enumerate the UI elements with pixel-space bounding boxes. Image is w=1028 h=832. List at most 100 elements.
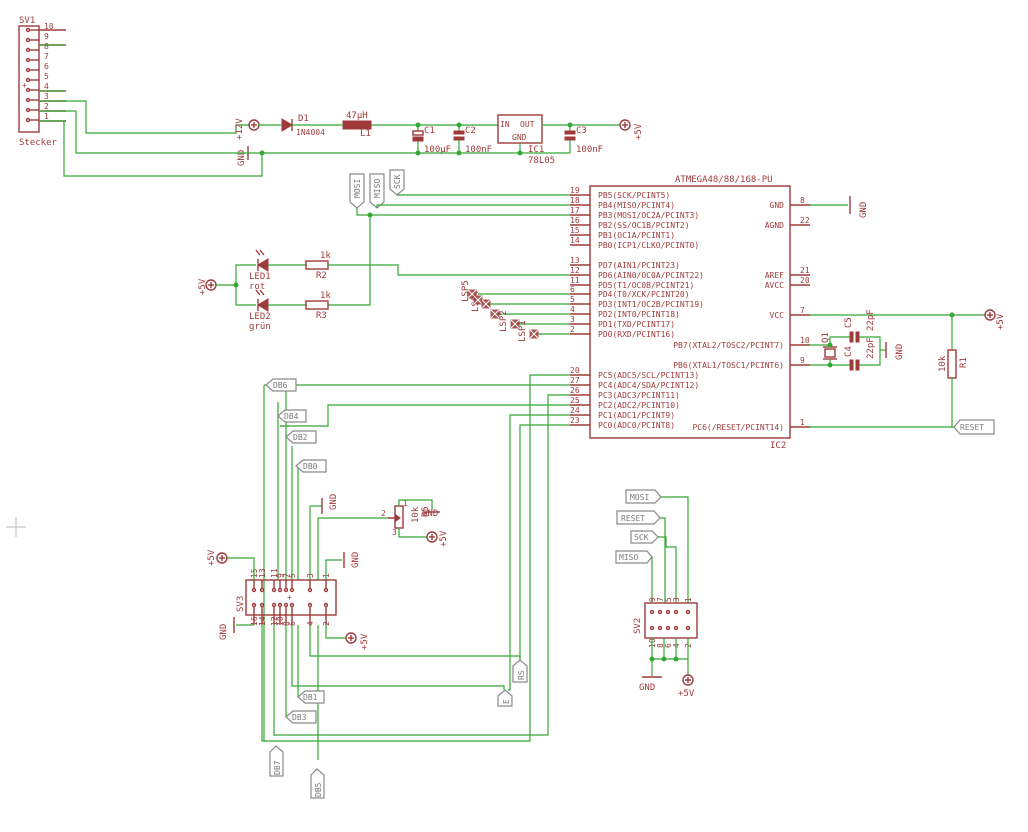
resistor-r1: R1 10k — [938, 349, 969, 379]
ic2-pin-number: 26 — [570, 386, 580, 395]
sv3-pin-number: 16 — [250, 616, 259, 626]
ic2-pin-number: 1 — [800, 418, 805, 427]
gnd-label-ic2: GND — [859, 202, 869, 218]
ic2-pin-label: GND — [770, 201, 785, 210]
sv2-pin-number: 1 — [684, 597, 693, 602]
v5-label-led: +5V — [198, 278, 208, 295]
ic2-pin-label: AGND — [765, 221, 784, 230]
svg-text:LSP2: LSP2 — [499, 310, 509, 332]
svg-text:LSP5: LSP5 — [461, 280, 471, 302]
net-db3: DB3 — [285, 710, 317, 724]
v5-label-r5: +5V — [439, 530, 449, 547]
c5-value: 22pF — [866, 309, 876, 331]
ic2-pin-label: PB6(XTAL1/TOSC1/PCINT6) — [673, 361, 784, 370]
net-db5: DB5 — [310, 768, 325, 799]
led2-value: grün — [249, 322, 271, 332]
ic1-value: 78L05 — [528, 156, 555, 166]
ic2-pin-number: 9 — [800, 356, 805, 365]
ic2-pin-number: 7 — [800, 306, 805, 315]
svg-text:DB4: DB4 — [284, 412, 299, 421]
sv1-pin-number: 1 — [44, 112, 49, 121]
supply-5v-top: +5V — [619, 119, 644, 140]
net-reset-right: RESET — [953, 419, 995, 435]
ic2-pin-number: 12 — [570, 266, 580, 275]
v5-label-sv3: +5V — [207, 549, 217, 566]
v5-label-sv3-b: +5V — [360, 633, 370, 650]
capacitor-c2: C2 100nF — [453, 125, 492, 155]
r2-name: R2 — [316, 271, 327, 281]
ic2-pin-label: PC3(ADC3/PCINT11) — [598, 391, 680, 400]
c3-value: 100nF — [576, 145, 603, 155]
ic2-pin-number: 6 — [570, 285, 575, 294]
ic2-pin-number: 14 — [570, 236, 580, 245]
sv3-pin-number: 8 — [282, 621, 291, 626]
svg-text:RS: RS — [517, 670, 526, 680]
ic2-pin-label: PD0(RXD/PCINT16) — [598, 330, 675, 339]
sv2-pin-number: 7 — [656, 597, 665, 602]
sv3-pin-number: 10 — [276, 616, 285, 626]
sv1-pin-number: 10 — [44, 22, 54, 31]
sv1-pin-number: 2 — [44, 102, 49, 111]
svg-text:E: E — [502, 699, 511, 704]
net-db7: DB7 — [269, 745, 284, 777]
sv1-value: Stecker — [19, 138, 58, 148]
svg-text:2: 2 — [381, 509, 386, 518]
ic2-pin-label: PB2(SS/OC1B/PCINT2) — [598, 221, 690, 230]
v5-label-top: +5V — [634, 123, 644, 140]
ic2-pin-label: PC5(ADC5/SCL/PCINT13) — [598, 371, 699, 380]
ic2-pin-number: 15 — [570, 226, 580, 235]
r1-name: R1 — [959, 357, 969, 368]
sv2-pin-number: 5 — [664, 597, 673, 602]
ic2-pin-label: AVCC — [765, 281, 784, 290]
ic2-pin-number: 16 — [570, 216, 580, 225]
r2-value: 1k — [320, 251, 331, 261]
sv1-pin-number: 7 — [44, 52, 49, 61]
ic2-pin-number: 21 — [800, 266, 810, 275]
led1-name: LED1 — [249, 272, 271, 282]
mcu-ic2: ATMEGA48/88/168-PU IC2 19PB5(SCK/PCINT5)… — [570, 175, 810, 451]
ic2-pin-label: AREF — [765, 271, 784, 280]
sv2-pin-number: 9 — [648, 597, 657, 602]
sv2-pin-number: 3 — [672, 597, 681, 602]
net-mosi-isp: MOSI — [625, 489, 662, 504]
svg-text:MOSI: MOSI — [353, 179, 362, 198]
net-db0: DB0 — [295, 459, 327, 473]
svg-text:DB5: DB5 — [314, 782, 323, 797]
d1-value: 1N4004 — [296, 128, 325, 137]
ic2-pin-number: 24 — [570, 406, 580, 415]
sv1-pin-number: 4 — [44, 82, 49, 91]
net-sck-isp: SCK — [630, 530, 659, 544]
ic2-pin-label: PC4(ADC4/SDA/PCINT12) — [598, 381, 699, 390]
net-db1: DB1 — [297, 690, 325, 704]
led-led2: LED2 grün — [249, 289, 271, 332]
svg-text:DB3: DB3 — [292, 713, 307, 722]
net-sck-top: SCK — [389, 169, 405, 196]
sv2-pin-number: 8 — [656, 643, 665, 648]
sv3-pin-number: 12 — [270, 616, 279, 626]
sv2-pin-number: 6 — [664, 643, 673, 648]
ic2-pin-number: 2 — [570, 325, 575, 334]
svg-text:IN: IN — [500, 120, 510, 129]
ic2-pin-number: 10 — [800, 336, 810, 345]
ic2-pin-label: PD5(T1/OC0B/PCINT21) — [598, 281, 694, 290]
sv3-pin-number: 13 — [258, 568, 267, 578]
regulator-ic1: IN OUT GND IC1 78L05 — [497, 114, 555, 166]
ic2-pin-number: 25 — [570, 396, 580, 405]
svg-text:SCK: SCK — [393, 174, 402, 189]
svg-text:OUT: OUT — [520, 120, 535, 129]
ic2-pin-number: 22 — [800, 216, 810, 225]
gnd-label-r5: GND — [422, 509, 438, 519]
ic1-name: IC1 — [528, 145, 544, 155]
ic2-pin-number: 18 — [570, 196, 580, 205]
ic2-pin-number: 17 — [570, 206, 580, 215]
sv1-pin-number: 5 — [44, 72, 49, 81]
ic2-pin-label: PC2(ADC2/PCINT10) — [598, 401, 680, 410]
sv2-name: SV2 — [633, 618, 643, 634]
ic2-pin-label: PB5(SCK/PCINT5) — [598, 191, 670, 200]
d1-name: D1 — [298, 114, 309, 124]
svg-text:DB0: DB0 — [303, 462, 318, 471]
svg-text:+: + — [22, 81, 27, 90]
c2-name: C2 — [465, 126, 476, 136]
